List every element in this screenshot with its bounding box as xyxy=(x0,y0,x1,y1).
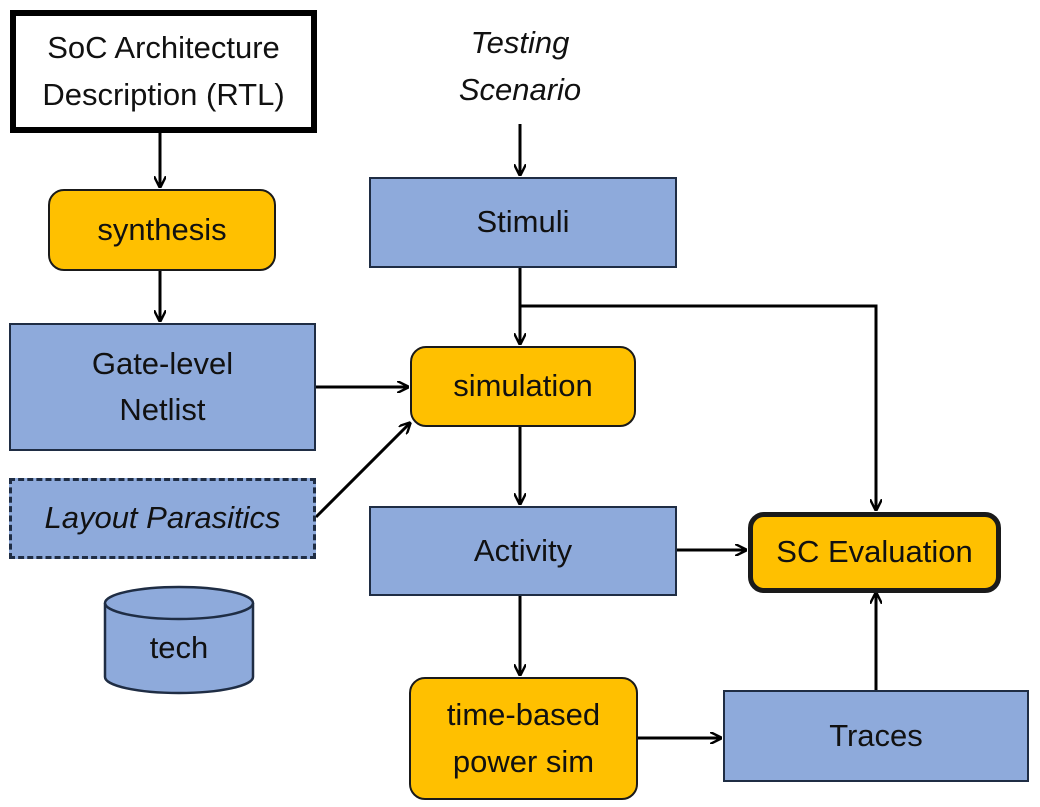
soc-rtl-line1: SoC Architecture xyxy=(47,30,280,65)
sc-evaluation-label: SC Evaluation xyxy=(776,534,973,570)
layout-parasitics-label: Layout Parasitics xyxy=(44,500,281,536)
tech-label: tech xyxy=(149,630,209,665)
stimuli-label: Stimuli xyxy=(476,204,570,240)
sc-evaluation-box: SC Evaluation xyxy=(748,512,1001,593)
tech-database-icon xyxy=(103,585,255,695)
netlist-line1: Gate-level xyxy=(91,345,234,381)
testing-scenario-line1: Testing xyxy=(470,25,570,60)
testing-scenario-label: Testing Scenario xyxy=(420,20,620,113)
activity-box: Activity xyxy=(369,506,677,596)
simulation-label: simulation xyxy=(453,368,593,404)
power-sim-line1: time-based xyxy=(446,697,601,732)
traces-label: Traces xyxy=(829,717,923,753)
synthesis-label: synthesis xyxy=(97,211,227,247)
stimuli-box: Stimuli xyxy=(369,177,677,268)
arrow-parasitics-to-simulation xyxy=(314,423,410,519)
activity-label: Activity xyxy=(473,532,573,568)
testing-scenario-line2: Scenario xyxy=(458,71,582,107)
gate-level-netlist-box: Gate-level Netlist xyxy=(9,323,316,451)
soc-rtl-line2: Description (RTL) xyxy=(42,76,285,112)
soc-architecture-rtl-box: SoC Architecture Description (RTL) xyxy=(10,10,317,133)
synthesis-box: synthesis xyxy=(48,189,276,271)
arrow-stimuli-to-sc-evaluation xyxy=(520,304,876,510)
layout-parasitics-box: Layout Parasitics xyxy=(9,478,316,559)
traces-box: Traces xyxy=(723,690,1029,782)
time-based-power-sim-box: time-based power sim xyxy=(409,677,638,800)
power-sim-line2: power sim xyxy=(452,743,595,779)
simulation-box: simulation xyxy=(410,346,636,427)
netlist-line2: Netlist xyxy=(119,392,206,427)
